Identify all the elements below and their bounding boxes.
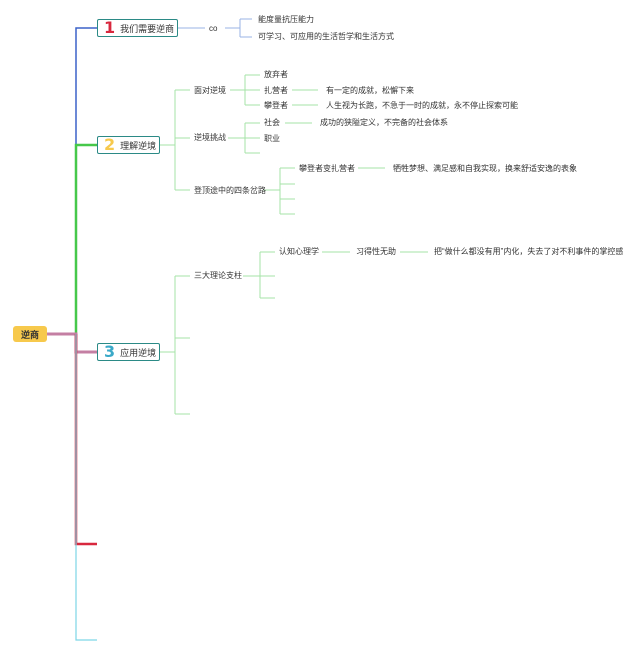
s2-face [230,74,260,106]
section-2-node[interactable]: 2 理解逆境 [97,136,160,154]
s1-leaf-learnable[interactable]: 可学习、可应用的生活哲学和生活方式 [258,32,394,41]
section-1-number: 1 [104,18,116,37]
s3-pillars [243,251,275,299]
s2-node-fork[interactable]: 登顶途中的四条岔路 [194,186,266,195]
s2-node-face[interactable]: 面对逆境 [194,86,226,95]
s3-leaf-helplessness-detail[interactable]: 把“做什么都没有用”内化，失去了对不利事件的掌控感 [434,247,624,256]
s2-leaf-career[interactable]: 职业 [264,134,280,143]
trunk-green [74,143,97,334]
s2-leaf-climber-detail[interactable]: 人生视为长跑，不急于一时的成就，永不停止探索可能 [326,101,518,110]
s1-leaf-measure[interactable]: 能度量抗压能力 [258,15,314,24]
s2-challenge [228,122,260,154]
s1-node-co[interactable]: co [209,24,218,33]
s2-leaf-climber-to-camper[interactable]: 攀登者变扎营者 [299,164,355,173]
trunk-cyan [75,334,97,641]
s2-leaf-society-detail[interactable]: 成功的狭隘定义，不完备的社会体系 [320,118,448,127]
section-1-label: 我们需要逆商 [120,23,175,34]
s2-leaf-climber-to-camper-detail[interactable]: 牺牲梦想、满足感和自我实现，换来舒适安逸的表象 [393,164,577,173]
section-2-number: 2 [104,135,116,154]
s2-leaf-camper-detail[interactable]: 有一定的成就，松懈下来 [326,86,414,95]
s2-node-challenge[interactable]: 逆境挑战 [194,133,226,142]
section-1-node[interactable]: 1 我们需要逆商 [97,19,178,37]
section-3-label: 应用逆境 [120,347,157,358]
s3-node-pillars[interactable]: 三大理论支柱 [194,271,242,280]
s2-leaf-climber[interactable]: 攀登者 [264,101,288,110]
s2-leaf-quitter[interactable]: 放弃者 [264,70,288,79]
trunk-pink [47,332,97,354]
s3-fan [160,275,190,415]
s1-sub [225,18,252,38]
trunk-blue [75,27,97,334]
s3-leaf-helplessness[interactable]: 习得性无助 [356,247,396,256]
section-3-node[interactable]: 3 应用逆境 [97,343,160,361]
trunk-red [74,334,97,546]
section-2-label: 理解逆境 [120,140,157,151]
s2-leaf-society[interactable]: 社会 [264,118,280,127]
s3-leaf-cognitive[interactable]: 认知心理学 [279,247,319,256]
s2-fork [263,167,295,215]
section-3-number: 3 [104,342,116,361]
s2-fan [160,89,190,191]
root-node[interactable]: 逆商 [13,326,47,342]
s2-leaf-camper[interactable]: 扎营者 [264,86,288,95]
